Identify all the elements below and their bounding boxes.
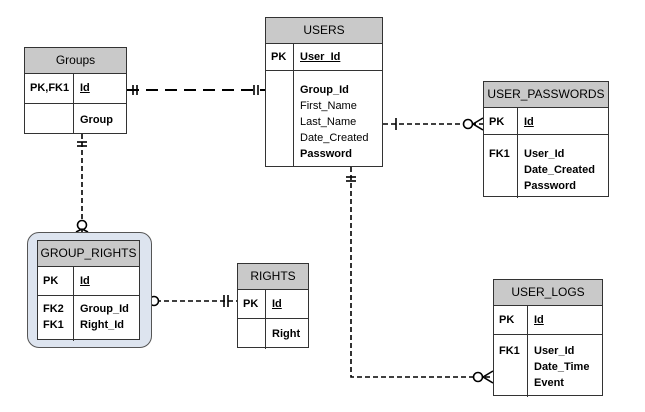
entity-title: RIGHTS [238,264,308,290]
pk-field: Id [80,82,90,94]
entity-groups: Groups PK,FK1 Id Group [24,47,127,134]
fk-label: FK2 [43,303,64,315]
field: Right [272,328,301,340]
field: Right_Id [80,319,124,331]
entity-rights: RIGHTS PK Id Right [237,263,309,349]
entity-title: GROUP_RIGHTS [38,241,139,267]
field: User_Id [534,345,575,357]
entity-user-logs: USER_LOGS PK Id FK1 User_Id Date_Time Ev… [493,279,603,397]
field: Date_Created [524,164,595,176]
field: Date_Created [300,132,369,144]
entity-title: USER_LOGS [494,280,602,306]
pk-field: Id [80,275,90,287]
entity-title: USERS [266,18,382,44]
field: Event [534,377,564,389]
pk-field: Id [272,298,282,310]
field: Last_Name [300,116,357,128]
rel-users-user-passwords [383,117,484,131]
field: First_Name [300,100,357,112]
entity-group-rights: GROUP_RIGHTS PK Id FK2 FK1 Group_Id Righ… [37,240,140,341]
field: Group_Id [80,303,129,315]
pk-field: Id [524,116,534,128]
fk-label: FK1 [499,345,520,357]
entity-user-passwords: USER_PASSWORDS PK Id FK1 User_Id Date_Cr… [483,81,609,198]
field: Group [80,114,113,126]
pk-label: PK [499,314,515,326]
pk-field: User_Id [300,51,341,63]
pk-label: PK,FK1 [30,82,70,94]
rel-rights-group-rights [139,294,237,308]
rel-users-user-logs [346,167,494,384]
fk-label: FK1 [489,148,510,160]
pk-label: PK [43,275,59,287]
pk-field: Id [534,314,544,326]
fk-label: FK1 [43,319,64,331]
entity-title: USER_PASSWORDS [484,82,608,108]
pk-label: PK [489,116,505,128]
pk-label: PK [271,51,287,63]
field: Date_Time [534,361,590,373]
field: Password [300,148,352,160]
field: User_Id [524,148,565,160]
entity-title: Groups [25,48,126,74]
pk-label: PK [243,298,259,310]
rel-groups-users [127,85,265,95]
entity-users: USERS PK User_Id Group_Id First_Name Las… [265,17,383,167]
rel-groups-group-rights [75,134,89,233]
field: Group_Id [300,84,349,96]
field: Password [524,180,576,192]
